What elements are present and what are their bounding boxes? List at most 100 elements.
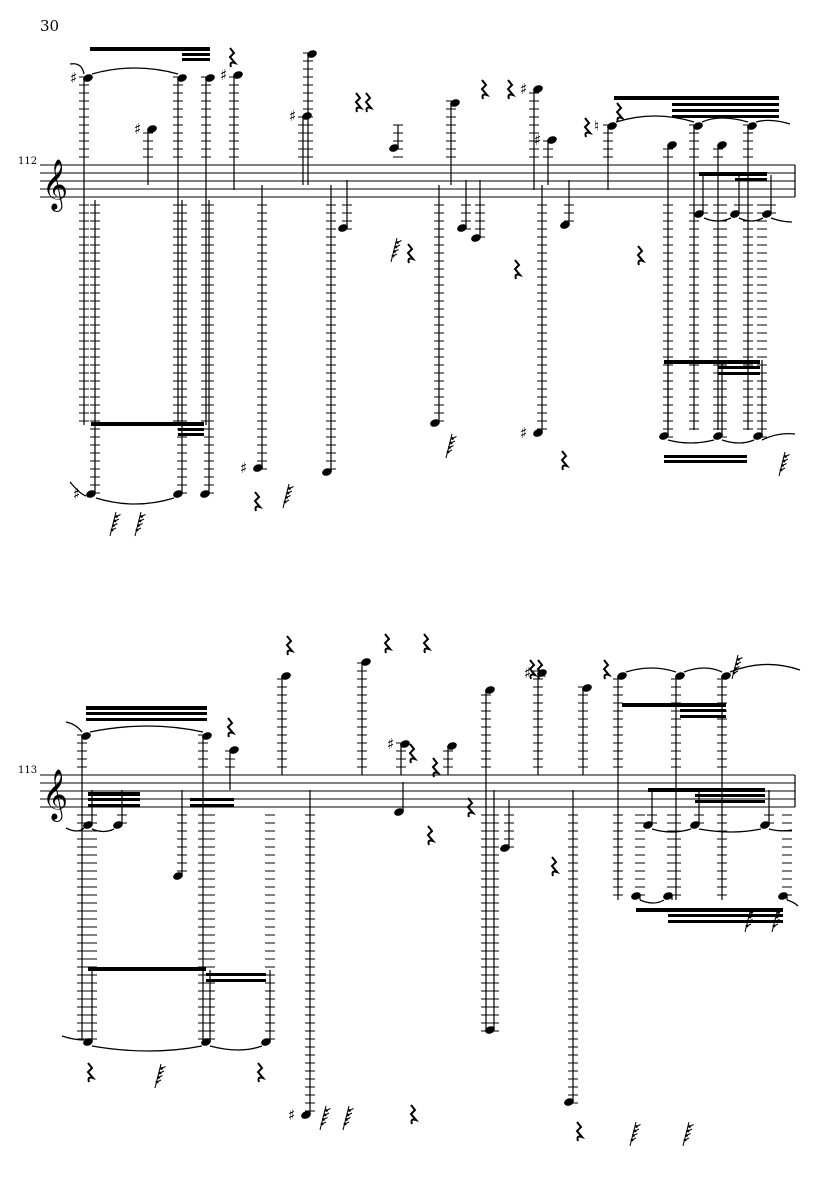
note <box>357 658 371 775</box>
notehead <box>643 821 653 829</box>
note <box>689 122 703 430</box>
quarter-rest-icon <box>408 743 419 764</box>
note <box>690 790 704 829</box>
notehead <box>200 490 210 498</box>
note: ♯ <box>134 120 157 185</box>
quarter-rest-icon <box>480 79 491 100</box>
sharp-icon: ♯ <box>520 80 527 98</box>
note <box>443 742 457 775</box>
note <box>564 790 578 1106</box>
noteheads-layer: ♯ ♯ ♯ <box>77 658 792 1124</box>
notehead <box>430 419 440 427</box>
notehead <box>721 672 731 680</box>
quarter-rest-icon <box>226 717 237 738</box>
note: ♯ <box>289 107 312 185</box>
notehead <box>261 1038 271 1046</box>
beams <box>90 47 779 463</box>
notehead <box>86 490 96 498</box>
flag-stack-icon <box>771 907 783 933</box>
notehead <box>533 85 543 93</box>
notehead <box>762 210 772 218</box>
note <box>198 732 212 1040</box>
quarter-rest-icon <box>253 491 264 512</box>
quarter-rest-icon <box>583 117 594 138</box>
note <box>173 74 187 425</box>
note <box>613 672 627 900</box>
note <box>730 175 744 218</box>
notehead <box>747 122 757 130</box>
sharp-icon: ♯ <box>524 664 531 682</box>
note <box>485 790 499 1034</box>
note <box>663 814 677 900</box>
notehead <box>690 821 700 829</box>
note <box>83 814 97 1046</box>
sharp-icon: ♯ <box>240 459 247 477</box>
note <box>113 790 127 829</box>
notehead <box>83 74 93 82</box>
sharp-icon: ♯ <box>288 1106 295 1124</box>
note: ♯ <box>534 131 557 185</box>
flag-stacks-layer <box>154 654 783 1147</box>
flag-stack-icon <box>390 237 402 263</box>
system-113: 113 𝄞 <box>18 633 801 1147</box>
notehead <box>693 122 703 130</box>
quarter-rest-icon <box>528 659 539 680</box>
flag-stack-icon <box>134 511 146 537</box>
treble-clef-icon: 𝄞 <box>42 769 68 822</box>
quarter-rest-icon <box>256 1062 267 1083</box>
note <box>500 800 514 852</box>
notehead <box>485 1026 495 1034</box>
flag-stack-icon <box>342 1105 354 1131</box>
quarter-rest-icon <box>364 92 375 113</box>
sharp-icon: ♯ <box>387 735 394 753</box>
notehead <box>713 432 723 440</box>
ties <box>61 663 801 1052</box>
notehead <box>457 224 467 232</box>
rests-layer <box>86 633 613 1142</box>
note <box>277 672 291 775</box>
quarter-rest-icon <box>602 659 613 680</box>
quarter-rest-icon <box>575 1121 586 1142</box>
notehead <box>83 1038 93 1046</box>
notehead <box>564 1098 574 1106</box>
rests-layer <box>228 47 647 512</box>
note <box>338 180 352 232</box>
notehead <box>361 658 371 666</box>
quarter-rest-icon <box>406 243 417 264</box>
note: ♯ <box>288 790 315 1124</box>
measure-number: 113 <box>18 765 37 776</box>
notehead <box>582 684 592 692</box>
notehead <box>500 844 510 852</box>
notehead <box>730 210 740 218</box>
note <box>694 175 708 218</box>
page-number: 30 <box>40 17 60 35</box>
quarter-rest-icon <box>536 659 547 680</box>
notehead <box>394 808 404 816</box>
notehead <box>202 732 212 740</box>
sharp-icon: ♯ <box>520 424 527 442</box>
note: ♯ <box>73 200 100 503</box>
quarter-rest-icon <box>560 450 571 471</box>
quarter-rest-icon <box>513 259 524 280</box>
notehead <box>778 892 788 900</box>
sharp-icon: ♯ <box>534 131 541 149</box>
flag-stack-icon <box>319 1105 331 1131</box>
quarter-rest-icon <box>86 1062 97 1083</box>
note <box>560 180 574 229</box>
note: ♯ <box>520 80 543 190</box>
notehead <box>301 1111 311 1119</box>
note: ♯ <box>520 185 547 442</box>
notehead <box>205 74 215 82</box>
note <box>394 782 404 816</box>
quarter-rest-icon <box>228 47 239 68</box>
flag-stacks-layer <box>109 237 790 537</box>
note <box>578 684 592 775</box>
quarter-rest-icon <box>409 1104 420 1125</box>
note <box>261 814 275 1046</box>
quarter-rest-icon <box>636 245 647 266</box>
notehead <box>302 112 312 120</box>
notehead <box>663 892 673 900</box>
flag-stack-icon <box>445 433 457 459</box>
ties <box>69 63 796 505</box>
